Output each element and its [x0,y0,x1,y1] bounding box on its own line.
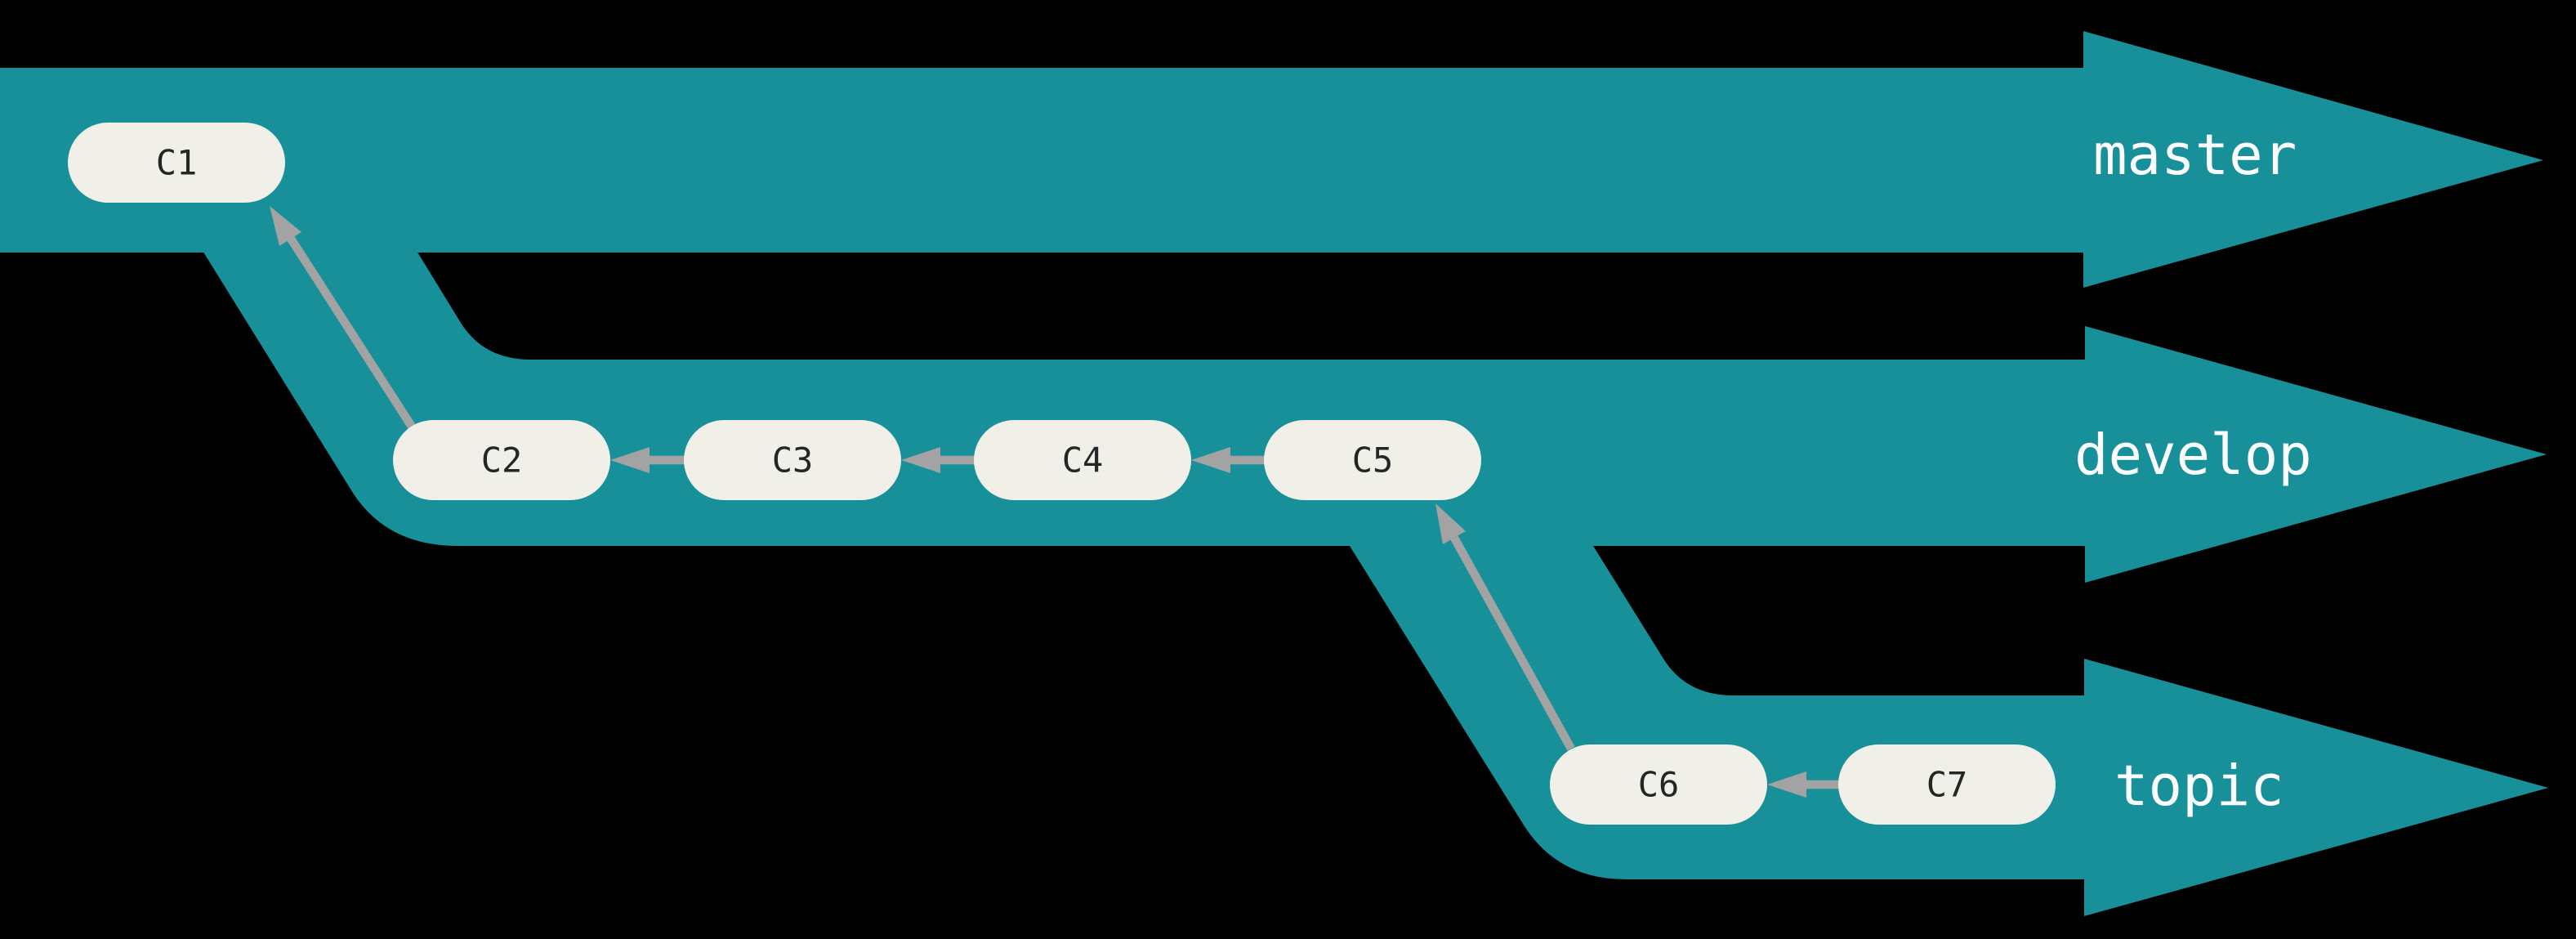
commit-node-c2 [393,420,610,500]
edge-c4-to-c3-arrowhead-icon [901,447,940,473]
topic-branch-label: topic [2114,753,2284,819]
edge-c3-to-c2-arrowhead-icon [610,447,650,473]
commit-label-c2: C2 [481,440,523,481]
commit-nodes: C1 C2 C3 C4 C5 C6 C7 [68,123,2056,825]
edge-c5-to-c4-arrowhead-icon [1191,447,1230,473]
edge-c7-to-c6-arrowhead-icon [1767,771,1806,798]
commit-node-c6 [1550,744,1767,825]
commit-node-c3 [684,420,901,500]
master-branch-band [0,31,2543,288]
commit-label-c7: C7 [1926,765,1968,805]
commit-node-c4 [974,420,1191,500]
develop-branch-label: develop [2074,423,2312,488]
commit-node-c1 [68,123,285,203]
branch-labels: master develop topic [2074,123,2312,819]
commit-edges [270,206,1840,798]
commit-label-c4: C4 [1062,440,1104,481]
edge-c6-to-c5-line [1450,535,1575,751]
edge-c6-to-c5-arrowhead-icon [1435,503,1466,544]
commit-label-c3: C3 [772,440,814,481]
commit-label-c6: C6 [1638,765,1680,805]
commit-label-c5: C5 [1352,440,1394,481]
master-branch-label: master [2093,123,2297,188]
commit-label-c1: C1 [156,143,198,183]
edge-c2-to-c1-line [287,236,416,429]
commit-node-c7 [1838,744,2056,825]
edge-c2-to-c1-arrowhead-icon [270,206,301,246]
commit-node-c5 [1264,420,1481,500]
